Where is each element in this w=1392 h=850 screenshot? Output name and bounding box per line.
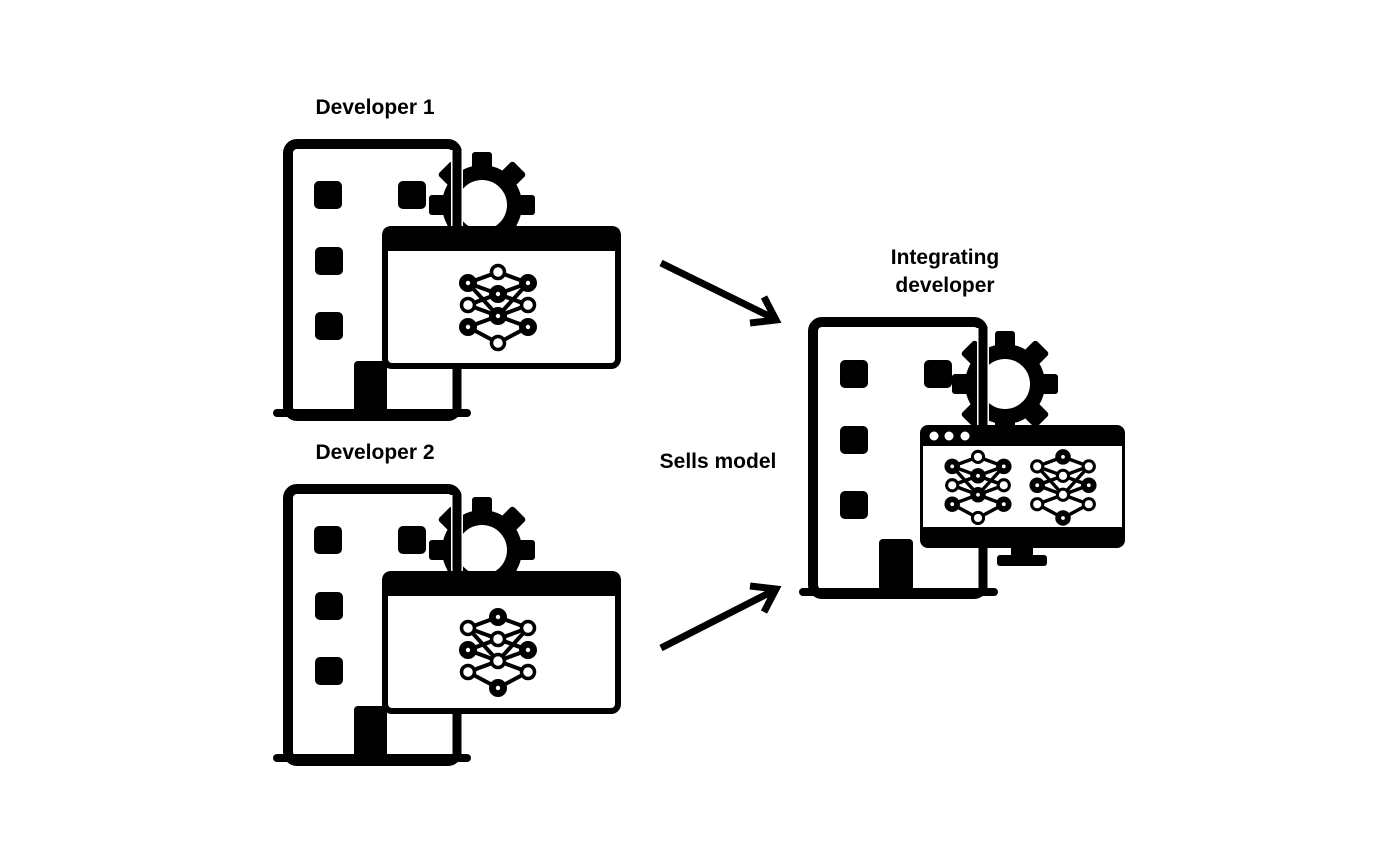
network-node-open: [1055, 468, 1071, 483]
network-node-center: [525, 280, 531, 286]
network-node-open: [519, 296, 537, 314]
network-node-open: [489, 334, 507, 352]
neural-network-icon: [459, 263, 537, 352]
network-node-center: [465, 647, 471, 653]
building-window: [314, 181, 342, 209]
network-node-center: [1001, 502, 1006, 507]
developer-1-label: Developer 1: [315, 96, 434, 119]
neural-network-icon-right: [1029, 449, 1097, 526]
building-door: [354, 706, 387, 758]
network-node-open: [519, 619, 537, 637]
network-node-center: [495, 313, 501, 319]
building-window: [840, 426, 868, 454]
network-node-center: [495, 685, 501, 691]
network-node-center: [495, 614, 501, 620]
developer-2-group: Developer 2: [273, 441, 621, 766]
arrow-developer-2-to-integrator: [659, 582, 782, 652]
window-dot: [929, 431, 939, 441]
network-node-center: [950, 502, 955, 507]
network-node-open: [1081, 497, 1096, 512]
building-window: [315, 312, 343, 340]
building-window: [315, 247, 343, 275]
monitor-icon: [920, 425, 1125, 566]
network-node-open: [459, 619, 477, 637]
network-node-open: [519, 663, 537, 681]
building-window: [315, 657, 343, 685]
network-node-open: [1030, 459, 1045, 474]
building-window: [314, 526, 342, 554]
window-dot: [960, 431, 970, 441]
network-node-open: [945, 478, 960, 493]
network-node-open: [489, 652, 507, 670]
building-window: [315, 592, 343, 620]
building-door: [879, 539, 913, 591]
network-node-center: [1086, 483, 1091, 488]
gear-icon: [952, 331, 1058, 437]
network-node-open: [489, 630, 507, 648]
network-node-open: [459, 296, 477, 314]
window-dot: [944, 431, 954, 441]
network-node-open: [1055, 487, 1071, 502]
network-node-center: [465, 280, 471, 286]
network-node-center: [1035, 483, 1040, 488]
network-node-center: [1061, 455, 1065, 459]
model-window-icon: [382, 571, 621, 714]
neural-network-icon-left: [944, 449, 1012, 526]
building-window: [398, 181, 426, 209]
integrating-developer-label-line1: Integrating: [891, 246, 1000, 269]
network-node-open: [1030, 497, 1045, 512]
network-node-center: [976, 473, 980, 478]
integrating-developer-label-line2: developer: [895, 274, 994, 297]
network-node-open: [459, 663, 477, 681]
network-node-open: [996, 478, 1011, 493]
network-node-center: [525, 324, 531, 330]
model-window-icon: [382, 226, 621, 369]
building-window: [924, 360, 952, 388]
integrating-developer-group: Integrating developer: [799, 246, 1125, 599]
building-door: [354, 361, 387, 413]
neural-network-icon: [459, 608, 537, 697]
developer-1-group: Developer 1: [273, 96, 621, 421]
network-node-open: [489, 263, 507, 281]
sells-model-label: Sells model: [660, 450, 777, 473]
network-node-center: [525, 647, 531, 653]
network-node-center: [976, 492, 980, 497]
arrow-developer-1-to-integrator: [659, 259, 782, 327]
building-window: [840, 491, 868, 519]
network-node-center: [465, 324, 471, 330]
network-node-center: [950, 464, 955, 469]
network-node-open: [1081, 459, 1096, 474]
network-node-center: [1001, 464, 1006, 469]
network-node-open: [970, 510, 986, 526]
network-node-center: [495, 291, 501, 297]
building-window: [840, 360, 868, 388]
network-node-center: [1061, 516, 1065, 520]
developer-2-label: Developer 2: [315, 441, 434, 464]
network-node-open: [970, 449, 986, 464]
building-window: [398, 526, 426, 554]
